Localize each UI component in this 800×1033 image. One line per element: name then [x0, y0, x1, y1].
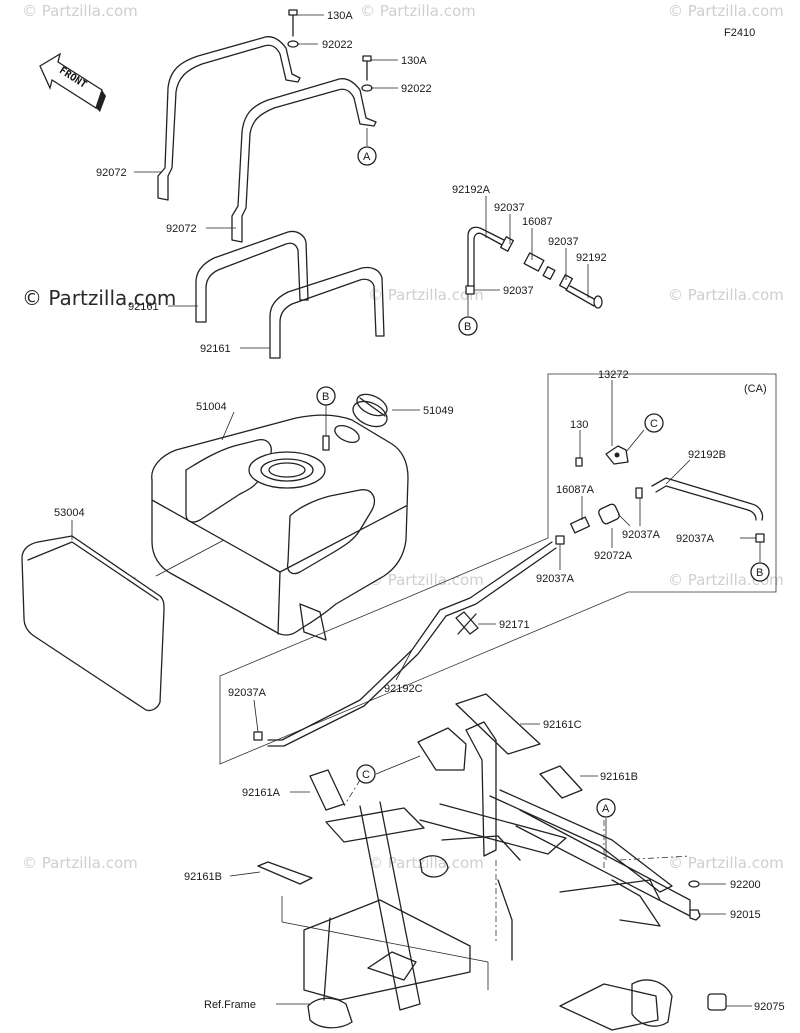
- frame-rails: [303, 789, 691, 1031]
- watermark: © Partzilla.com: [368, 571, 484, 589]
- part-label: 16087: [522, 216, 553, 228]
- callout-b: B: [458, 316, 478, 336]
- part-label: 92072A: [594, 550, 633, 562]
- part-label: 92192: [576, 252, 607, 264]
- part-label: 92022: [322, 39, 353, 51]
- part-label: 92072: [96, 167, 127, 179]
- part-label: 51004: [196, 401, 227, 413]
- fuel-tank: [151, 414, 409, 641]
- bracket-13272: [575, 445, 629, 467]
- part-label: 92161C: [543, 719, 582, 731]
- frame-pad-92161a: [309, 769, 345, 811]
- part-label: 92161: [128, 301, 159, 313]
- watermark: © Partzilla.com: [22, 2, 138, 20]
- svg-text:A: A: [363, 151, 371, 163]
- part-label: 92037: [503, 285, 534, 297]
- part-label: 92037A: [536, 573, 575, 585]
- part-label: 92192C: [384, 683, 423, 695]
- watermark: © Partzilla.com: [668, 854, 784, 872]
- callout-c: C: [644, 413, 664, 433]
- part-label: 92161B: [600, 771, 638, 783]
- watermark: © Partzilla.com: [668, 2, 784, 20]
- frame-pad-92161b: [257, 861, 313, 885]
- part-label: 51049: [423, 405, 454, 417]
- part-label: 92161A: [242, 787, 281, 799]
- part-label: 92037: [494, 202, 525, 214]
- part-label: 92037A: [228, 687, 267, 699]
- front-arrow-icon: FRONT: [39, 52, 106, 112]
- part-label: 130A: [401, 55, 427, 67]
- callout-a: A: [357, 146, 377, 166]
- callout-b: B: [316, 386, 336, 406]
- svg-text:B: B: [756, 567, 763, 579]
- hose-92192b: [651, 477, 764, 521]
- ca-label: (CA): [744, 383, 767, 395]
- watermark: © Partzilla.com: [368, 286, 484, 304]
- callout-b: B: [750, 562, 770, 582]
- part-label: 92072: [166, 223, 197, 235]
- frame-pad-92161b: [539, 765, 583, 799]
- tank-strap-front: [231, 78, 377, 243]
- part-label: 92037A: [622, 529, 661, 541]
- frame-pad-92161c: [455, 693, 541, 755]
- tank-strap-rear: [157, 36, 301, 201]
- watermark: © Partzilla.com: [668, 286, 784, 304]
- tank-pad-front: [269, 266, 385, 359]
- watermark: © Partzilla.com: [368, 854, 484, 872]
- insulator-sheet: [21, 535, 165, 712]
- part-label: 92015: [730, 909, 761, 921]
- svg-text:C: C: [650, 418, 658, 430]
- watermark-logo: © Partzilla.com: [22, 286, 176, 310]
- part-label: 92161: [200, 343, 231, 355]
- canister-valve: [555, 487, 765, 545]
- part-label: 92075: [754, 1001, 785, 1013]
- frame-bracket: [417, 721, 497, 857]
- washer-92200: [688, 880, 700, 888]
- fuel-cap: [334, 393, 388, 444]
- part-label: 92037A: [676, 533, 715, 545]
- dashed-guides: [343, 779, 691, 944]
- tank-pad-rear: [195, 230, 309, 323]
- grommet-92075: [707, 993, 727, 1011]
- callout-c: C: [356, 764, 376, 784]
- watermark: © Partzilla.com: [22, 854, 138, 872]
- part-label: Ref.Frame: [204, 999, 256, 1011]
- part-label: 13272: [598, 369, 629, 381]
- svg-text:A: A: [602, 803, 610, 815]
- part-label: 16087A: [556, 484, 595, 496]
- callout-a: A: [596, 798, 616, 818]
- part-label: 130A: [327, 10, 353, 22]
- clamp-92171: [455, 611, 479, 635]
- part-label: 92037: [548, 236, 579, 248]
- tank-vent-fitting: [322, 404, 330, 451]
- vent-hose-group: [465, 226, 603, 309]
- part-label: 92171: [499, 619, 530, 631]
- bolt-130a: [361, 55, 373, 92]
- part-label: 53004: [54, 507, 85, 519]
- diagram-code: F2410: [724, 27, 755, 39]
- part-labels: 130A 92022 130A 92022 92072 92072 92161 …: [54, 10, 785, 1013]
- part-label: 92192A: [452, 184, 491, 196]
- bolt-130a: [287, 9, 299, 48]
- ca-box: (CA): [219, 373, 777, 765]
- leader-lines: [71, 14, 761, 1007]
- part-label: 130: [570, 419, 588, 431]
- watermarks: © Partzilla.com © Partzilla.com © Partzi…: [22, 2, 784, 872]
- svg-text:B: B: [322, 391, 329, 403]
- nut-92015: [689, 909, 701, 921]
- part-label: 92022: [401, 83, 432, 95]
- part-label: 92192B: [688, 449, 726, 461]
- watermark: © Partzilla.com: [360, 2, 476, 20]
- part-label: 92161B: [184, 871, 222, 883]
- part-label: 92200: [730, 879, 761, 891]
- svg-text:B: B: [464, 321, 471, 333]
- svg-text:C: C: [362, 769, 370, 781]
